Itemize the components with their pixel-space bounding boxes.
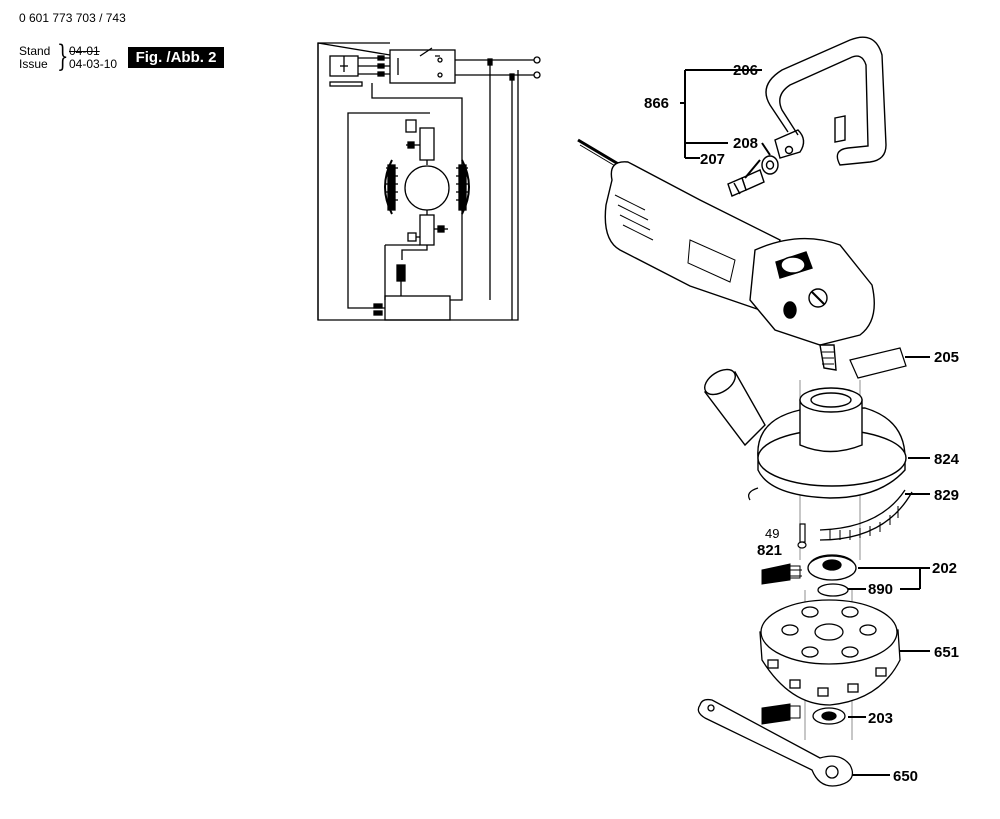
grinder-body	[577, 138, 875, 371]
resistor	[396, 264, 406, 282]
document-number: 0 601 773 703 / 743	[19, 11, 126, 25]
callout-890: 890	[868, 581, 893, 598]
callout-829: 829	[934, 487, 959, 504]
callout-207: 207	[700, 151, 725, 168]
figure-badge: Fig. /Abb. 2	[128, 47, 224, 68]
callout-651: 651	[934, 644, 959, 661]
stand-date: 04-01	[69, 44, 100, 58]
mounting-flange	[807, 554, 857, 581]
washer	[761, 155, 779, 175]
o-ring	[817, 583, 849, 597]
stand-label: Stand	[19, 44, 51, 58]
clamping-nut	[812, 707, 846, 725]
screw	[797, 523, 807, 549]
diamond-cup-wheel	[759, 599, 901, 706]
label-plate	[849, 347, 907, 379]
field-coil-left	[387, 164, 396, 211]
leader-lines	[680, 69, 930, 776]
brush-ring	[747, 487, 913, 541]
dust-guard	[703, 368, 907, 499]
callout-824: 824	[934, 451, 960, 468]
spanner-icon	[761, 563, 802, 585]
handle-assembly	[727, 36, 887, 197]
motor-armature	[404, 165, 450, 211]
two-pin-spanner	[697, 698, 854, 787]
callout-866: 866	[644, 95, 669, 112]
terminal-2	[533, 71, 541, 79]
wiring-diagram	[317, 42, 541, 321]
brace-icon: }	[57, 39, 69, 74]
issue-label: Issue	[19, 57, 48, 71]
side-handle	[765, 36, 887, 166]
terminal-1	[533, 56, 541, 64]
callout-206: 206	[733, 62, 758, 79]
callout-205: 205	[934, 349, 959, 366]
electronic-module	[384, 295, 451, 321]
callout-650: 650	[893, 768, 918, 785]
issue-date: 04-03-10	[69, 57, 118, 71]
callout-821: 821	[757, 542, 782, 559]
callout-208: 208	[733, 135, 758, 152]
spanner-icon-small	[761, 703, 801, 725]
callout-203: 203	[868, 710, 893, 727]
callout-202: 202	[932, 560, 957, 577]
callout-49: 49	[765, 526, 779, 541]
field-coil-right	[458, 164, 467, 211]
